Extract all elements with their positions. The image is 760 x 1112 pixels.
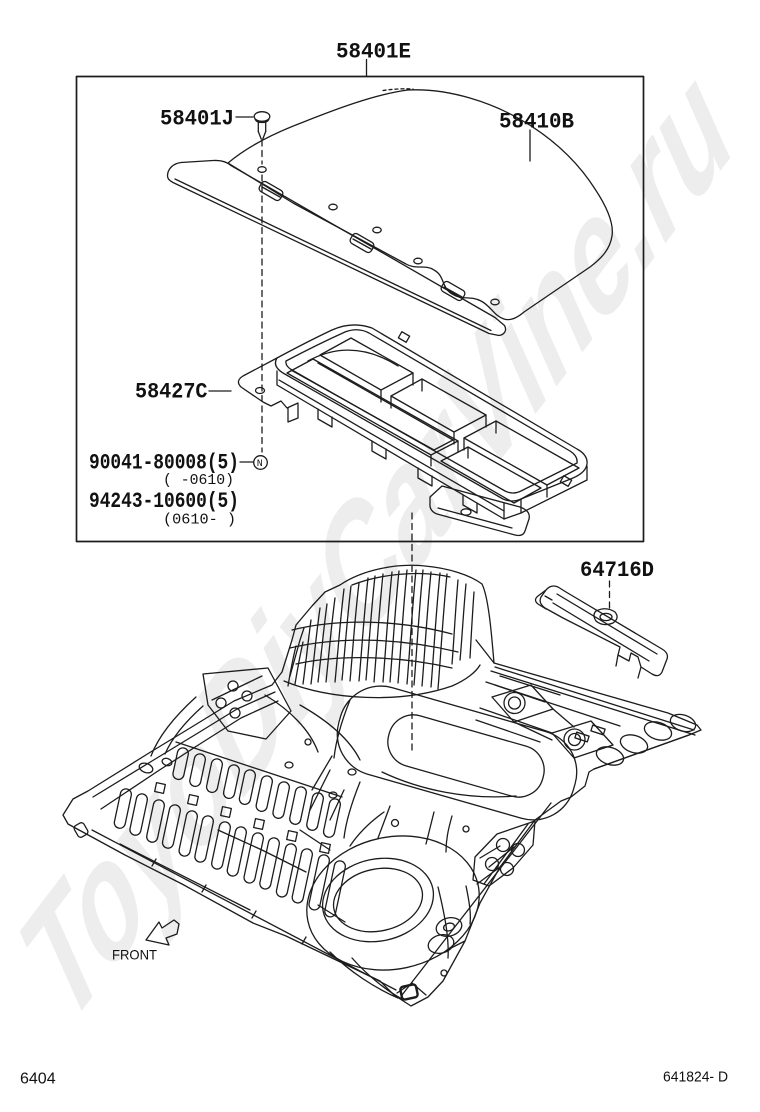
svg-text:641824- D: 641824- D — [663, 1069, 728, 1086]
svg-text:6404: 6404 — [20, 1071, 56, 1088]
svg-text:(0610- ): (0610- ) — [163, 513, 236, 529]
svg-text:94243-10600(5): 94243-10600(5) — [89, 489, 239, 514]
svg-text:( -0610): ( -0610) — [163, 473, 234, 489]
svg-text:FRONT: FRONT — [112, 947, 157, 963]
svg-text:58401J: 58401J — [160, 107, 234, 132]
svg-text:58427C: 58427C — [135, 380, 208, 405]
svg-text:64716D: 64716D — [580, 558, 654, 583]
svg-text:58401E: 58401E — [336, 40, 411, 65]
svg-text:N: N — [257, 459, 263, 470]
svg-text:90041-80008(5): 90041-80008(5) — [89, 450, 239, 475]
svg-text:58410B: 58410B — [499, 109, 574, 134]
